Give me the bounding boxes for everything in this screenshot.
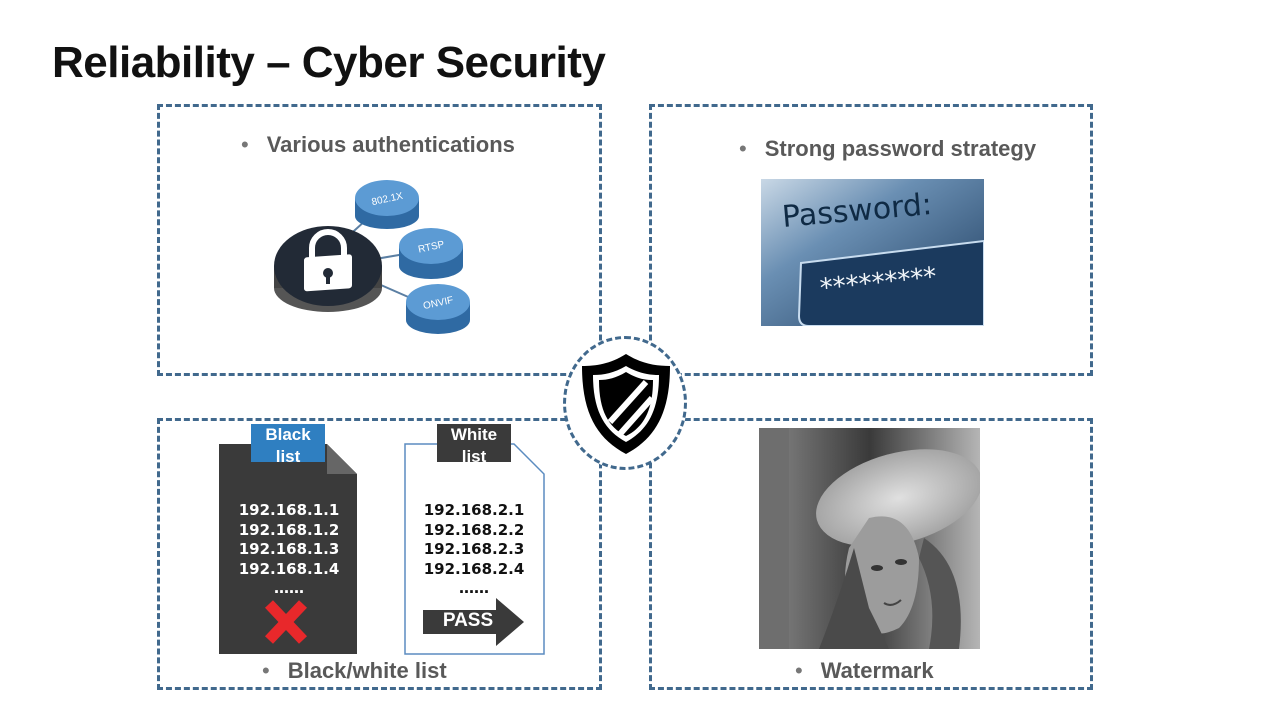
node-rtsp-label: RTSP xyxy=(417,239,446,255)
white-list-tab-line1: White xyxy=(450,425,498,444)
white-list-tab: White list xyxy=(437,424,511,468)
password-panel xyxy=(649,104,1093,376)
black-list-tab: Black list xyxy=(251,424,325,468)
black-ip-2: 192.168.1.2 xyxy=(238,520,340,539)
watermark-image xyxy=(759,428,980,649)
white-list-tab-line2: list xyxy=(461,447,487,466)
white-ip-more: …… xyxy=(459,579,489,597)
watermark-panel xyxy=(649,418,1093,690)
node-8021x: 802.1X xyxy=(355,180,419,229)
password-bullet: •Strong password strategy xyxy=(739,136,1037,161)
white-ip-4: 192.168.2.4 xyxy=(423,559,525,578)
node-onvif: ONVIF xyxy=(406,284,470,334)
slide-title: Reliability – Cyber Security xyxy=(52,38,606,87)
list-panel xyxy=(157,418,602,690)
list-bullet-text: Black/white list xyxy=(287,658,447,683)
node-rtsp: RTSP xyxy=(399,228,463,279)
black-list-ips: 192.168.1.1 192.168.1.2 192.168.1.3 192.… xyxy=(219,501,359,599)
black-ip-4: 192.168.1.4 xyxy=(238,559,340,578)
black-list-doc xyxy=(219,424,357,654)
black-list-tab-line1: Black xyxy=(265,425,311,444)
x-mark-icon xyxy=(265,600,307,644)
black-ip-more: …… xyxy=(274,579,304,597)
arrow-right-icon xyxy=(423,598,524,646)
white-list-doc xyxy=(404,424,545,655)
auth-diagram: 802.1X RTSP ONVIF xyxy=(274,180,470,334)
black-ip-3: 192.168.1.3 xyxy=(238,540,340,558)
black-list-tab-line2: list xyxy=(275,447,301,466)
white-ip-1: 192.168.2.1 xyxy=(423,501,525,519)
auth-panel xyxy=(157,104,602,376)
shield-icon xyxy=(582,354,670,454)
white-ip-3: 192.168.2.3 xyxy=(423,540,525,558)
white-list-ips: 192.168.2.1 192.168.2.2 192.168.2.3 192.… xyxy=(404,501,544,599)
watermark-bullet: •Watermark xyxy=(795,658,934,683)
password-bullet-text: Strong password strategy xyxy=(764,136,1037,161)
auth-bullet-text: Various authentications xyxy=(266,132,515,157)
padlock-icon xyxy=(274,226,382,312)
black-ip-1: 192.168.1.1 xyxy=(238,501,340,519)
white-ip-2: 192.168.2.2 xyxy=(423,520,525,539)
auth-bullet: •Various authentications xyxy=(241,132,515,157)
pass-label: PASS xyxy=(442,610,494,631)
password-image: Password: ********* xyxy=(761,179,984,326)
watermark-bullet-text: Watermark xyxy=(820,658,934,683)
list-bullet: •Black/white list xyxy=(262,658,447,683)
